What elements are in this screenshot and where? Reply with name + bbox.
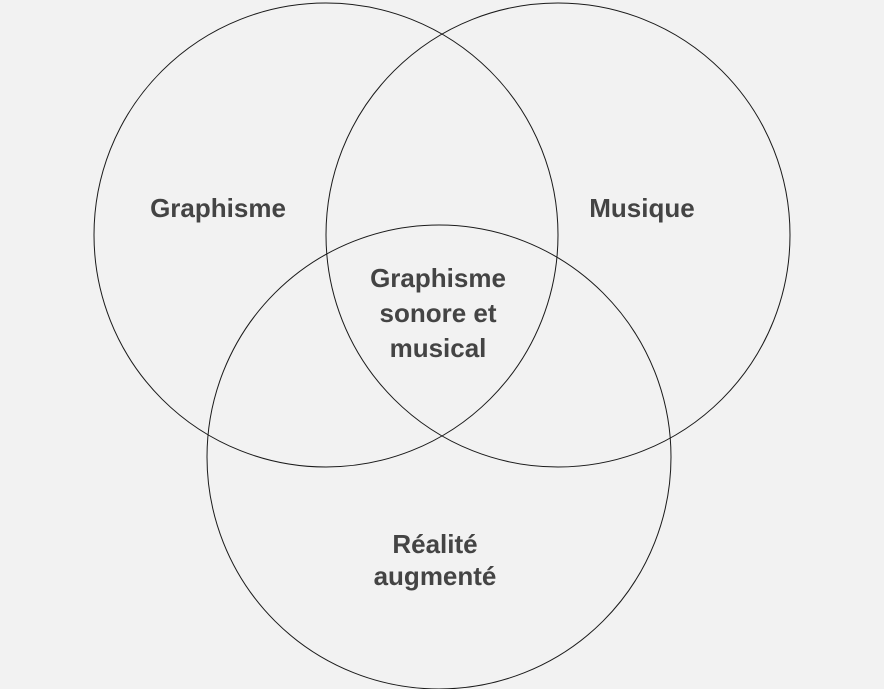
- label-realite-line-1: Réalité: [392, 529, 477, 559]
- label-graphisme: Graphisme: [150, 193, 286, 223]
- circle-graphisme: [93, 2, 559, 468]
- circle-musique: [325, 2, 791, 468]
- label-musique: Musique: [589, 193, 694, 223]
- label-intersection-line-3: musical: [390, 333, 487, 363]
- label-intersection-line-2: sonore et: [379, 298, 496, 328]
- label-realite-line-2: augmenté: [374, 561, 497, 591]
- circle-realite-augmentee: [206, 224, 672, 689]
- label-intersection-line-1: Graphisme: [370, 263, 506, 293]
